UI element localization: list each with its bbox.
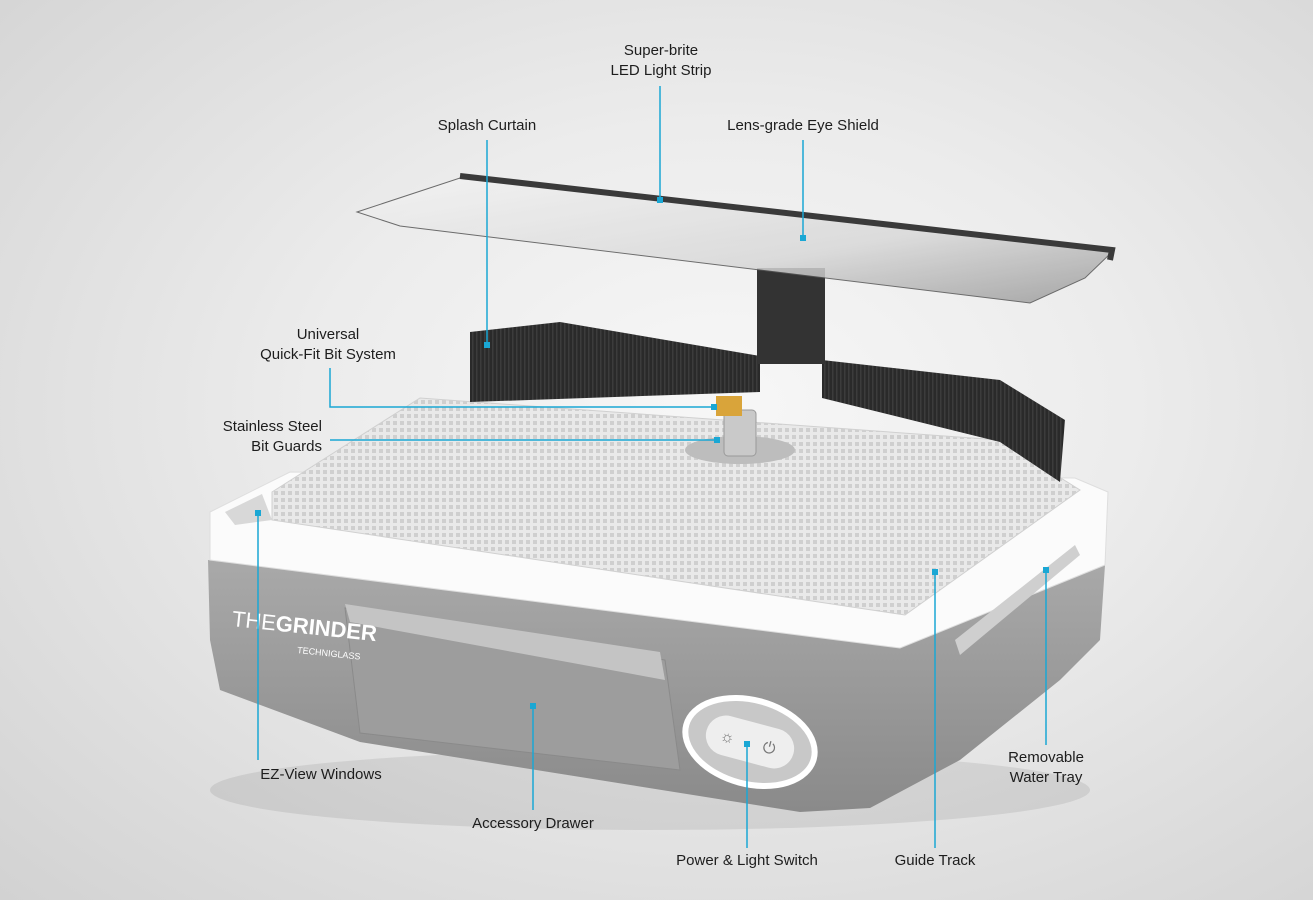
splash-curtain-left: [470, 322, 760, 402]
leader-bit-system: [329, 368, 714, 408]
dot-track: [932, 569, 938, 575]
dot-shield: [800, 235, 806, 241]
drawer-handle[interactable]: [345, 604, 665, 680]
dot-curtain: [484, 342, 490, 348]
dot-windows: [255, 510, 261, 516]
label-ez-view-windows: EZ-View Windows: [260, 766, 382, 783]
ez-view-window: [225, 494, 272, 525]
dot-switch: [744, 741, 750, 747]
eye-shield: [355, 177, 1114, 304]
bit-guard: [723, 409, 757, 457]
led-strip: [459, 173, 1116, 261]
shield-post: [757, 268, 825, 364]
label-accessory-drawer: Accessory Drawer: [472, 815, 594, 832]
power-button[interactable]: ⏻: [761, 739, 778, 759]
dot-tray: [1043, 567, 1049, 573]
light-button[interactable]: ☼: [718, 727, 737, 747]
quick-fit-bit: [716, 396, 742, 416]
splash-curtain-right: [822, 360, 1065, 482]
callout-dots: [255, 197, 1049, 747]
label-splash-curtain: Splash Curtain: [437, 117, 537, 134]
label-power-switch: Power & Light Switch: [676, 852, 818, 869]
dot-led: [657, 197, 663, 203]
label-guide-track: Guide Track: [894, 852, 976, 869]
leader-lines: [257, 86, 1047, 848]
dot-drawer: [530, 703, 536, 709]
dot-bit-guards: [714, 437, 720, 443]
logo-prefix: THE: [231, 606, 277, 635]
dot-bit-system: [711, 404, 717, 410]
label-eye-shield: Lens-grade Eye Shield: [727, 117, 879, 134]
